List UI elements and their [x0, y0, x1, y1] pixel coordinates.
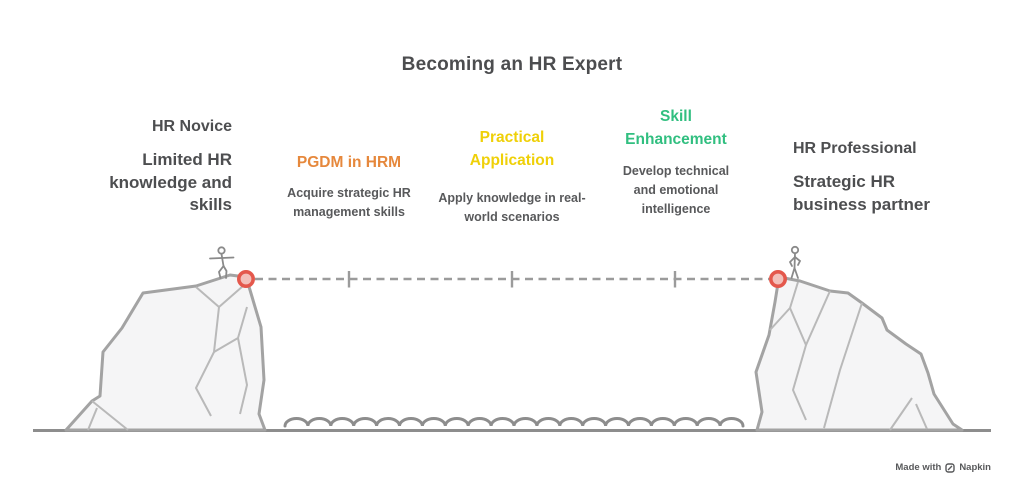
stage-desc-hr-novice: Limited HR knowledge and skills	[109, 150, 232, 215]
made-with-napkin-credit: Made with Napkin	[895, 462, 991, 473]
napkin-brand-label: Napkin	[959, 462, 991, 473]
stage-label-practical-application: Practical Application	[469, 129, 555, 170]
stage-desc-pgdm-in-hrm: Acquire strategic HR management skills	[287, 186, 411, 219]
right-cliff	[754, 275, 964, 432]
stage-desc-hr-professional: Strategic HR business partner	[793, 172, 930, 214]
tightrope	[255, 271, 769, 288]
water-wave	[283, 417, 745, 428]
stage-label-skill-enhancement: Skill Enhancement	[625, 108, 727, 149]
napkin-pen-icon	[945, 462, 956, 473]
anchor-point-left	[237, 269, 256, 288]
standing-person-icon	[788, 245, 802, 279]
anchor-point-right	[768, 269, 787, 288]
stage-label-hr-professional: HR Professional	[793, 140, 917, 157]
stage-label-hr-novice: HR Novice	[151, 118, 232, 135]
stage-desc-skill-enhancement: Develop technical and emotional intellig…	[622, 164, 730, 216]
stage-label-pgdm-in-hrm: PGDM in HRM	[296, 154, 402, 171]
stage-desc-practical-application: Apply knowledge in real-world scenarios	[438, 191, 586, 224]
balancing-person-icon	[209, 246, 235, 279]
page-title: Becoming an HR Expert	[401, 54, 623, 75]
left-cliff	[64, 273, 267, 432]
made-with-label: Made with	[895, 462, 942, 473]
